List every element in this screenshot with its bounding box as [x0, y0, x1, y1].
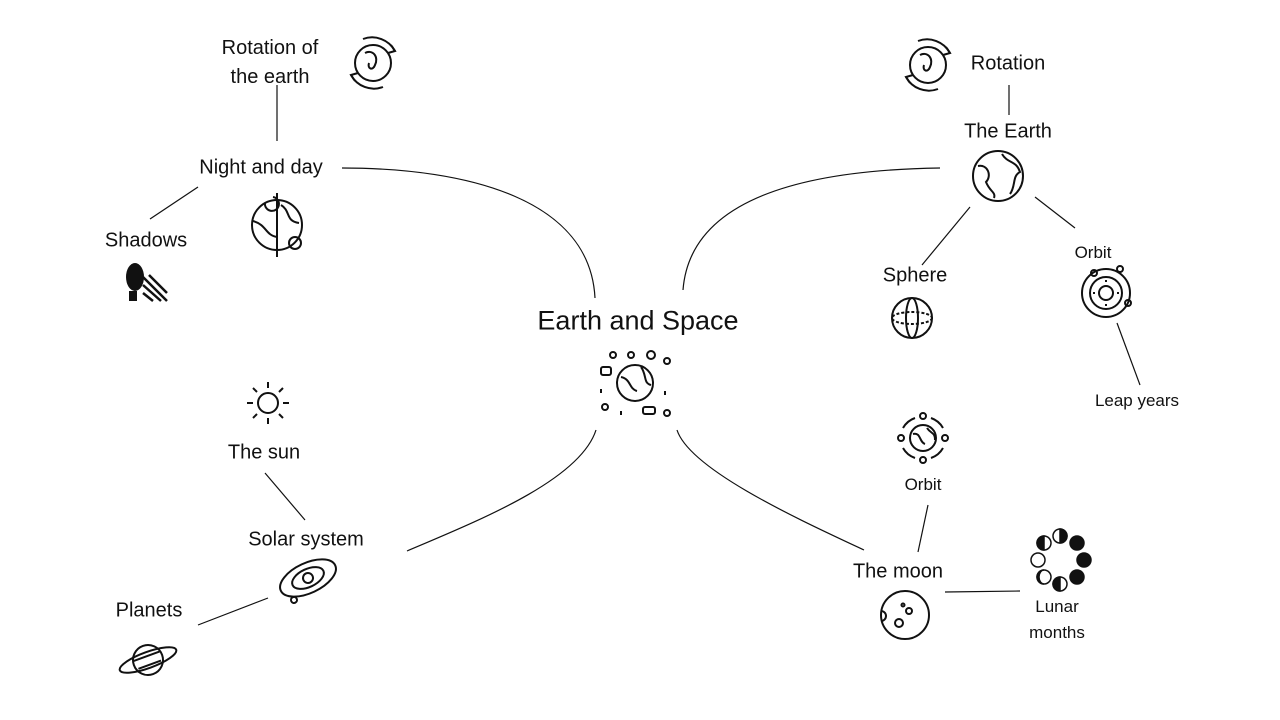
space-earth-icon: [600, 350, 671, 417]
central-topic-title: Earth and Space: [537, 305, 739, 336]
connector: [1116, 322, 1141, 386]
connector: [264, 472, 306, 521]
node-leap-years: Leap years: [1094, 391, 1180, 410]
night-day-earth-icon: [251, 193, 303, 257]
earth-globe-icon: [972, 150, 1024, 202]
moon-icon: [880, 590, 930, 640]
earth-orbit-icon: [1081, 265, 1132, 318]
tree-shadow-icon: [126, 263, 168, 302]
connector: [406, 429, 597, 552]
solar-system-icon: [279, 558, 337, 604]
connector: [682, 167, 941, 291]
saturn-planet-icon: [118, 644, 178, 676]
node-lunar-months: Lunar months: [1029, 594, 1085, 646]
connector: [944, 590, 1021, 593]
node-shadows: Shadows: [104, 229, 188, 252]
connector: [676, 429, 865, 551]
node-label: the earth: [230, 66, 310, 88]
connector: [197, 597, 269, 626]
node-sphere: Sphere: [882, 264, 948, 287]
node-rotation-of-the-earth: Rotation of the earth: [222, 34, 319, 92]
node-moon-orbit: Orbit: [904, 475, 942, 494]
sphere-icon: [891, 297, 933, 339]
node-label: Lunar: [1035, 597, 1079, 616]
moon-phases-icon: [1030, 528, 1092, 592]
node-rotation: Rotation: [970, 52, 1046, 75]
rotating-earth-icon: [349, 36, 397, 90]
node-solar-system: Solar system: [248, 528, 364, 551]
node-earth-orbit: Orbit: [1074, 243, 1112, 262]
moon-orbit-icon: [897, 412, 949, 464]
node-planets: Planets: [115, 599, 183, 622]
node-label: months: [1029, 623, 1085, 642]
node-the-sun: The sun: [227, 441, 301, 464]
rotating-earth-icon: [904, 38, 952, 92]
connector: [1034, 196, 1076, 229]
node-label: Rotation of: [221, 37, 319, 59]
connector: [921, 206, 971, 266]
node-the-moon: The moon: [852, 560, 944, 583]
node-night-and-day: Night and day: [199, 156, 323, 179]
node-the-earth: The Earth: [964, 120, 1052, 143]
connector: [341, 167, 596, 299]
connector: [149, 186, 199, 220]
connector: [917, 504, 929, 553]
sun-icon: [247, 382, 289, 424]
